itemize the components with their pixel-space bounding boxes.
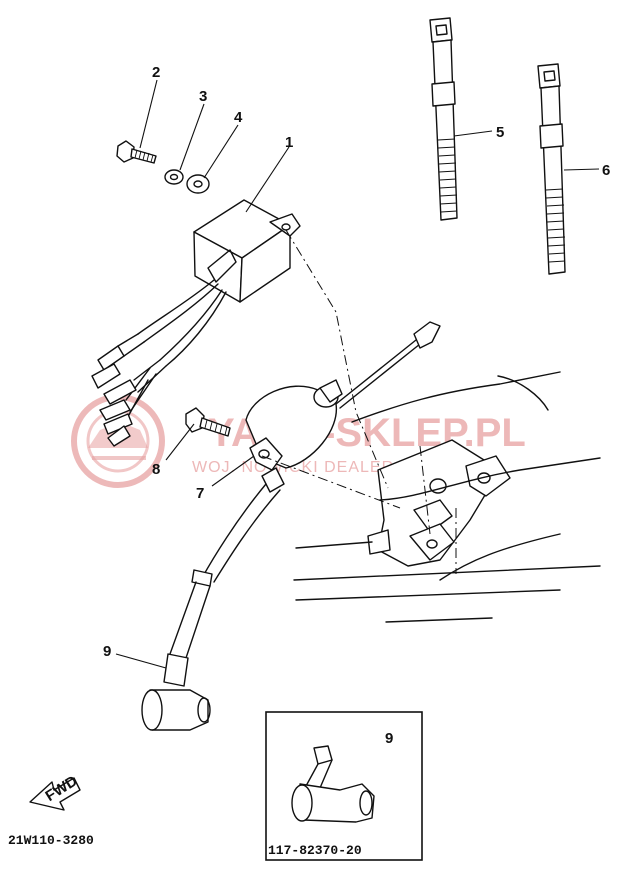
bolt-part-2 xyxy=(116,140,157,164)
forward-arrow-icon: FWD xyxy=(29,772,81,811)
callout-9: 9 xyxy=(103,643,111,660)
inset-part-number: 117-82370-20 xyxy=(268,843,362,858)
engine-block-outline xyxy=(293,371,601,623)
cable-tie-part-6 xyxy=(537,63,566,275)
plain-washer-part-4 xyxy=(186,174,210,194)
diagram-code: 21W110-3280 xyxy=(8,833,94,848)
assembly-line-cdi xyxy=(285,229,389,489)
inset-plug-cap xyxy=(291,745,375,823)
callout-8: 8 xyxy=(152,461,160,478)
callout-2: 2 xyxy=(152,64,160,81)
assembly-line-bracket xyxy=(419,445,431,535)
callout-1: 1 xyxy=(285,134,293,151)
spring-washer-part-3 xyxy=(164,169,184,185)
ignition-coil xyxy=(169,321,441,659)
cable-tie-part-5 xyxy=(429,17,458,221)
assembly-line-screw xyxy=(261,455,401,509)
cdi-unit-part-1 xyxy=(91,199,301,447)
screw-part-8 xyxy=(185,407,231,437)
callout-7: 7 xyxy=(196,485,204,502)
plug-cap-part-9 xyxy=(141,653,211,731)
inset-box: 9 117-82370-20 xyxy=(265,711,423,861)
callout-4: 4 xyxy=(234,109,243,126)
leader-lines xyxy=(115,79,600,785)
callout-5: 5 xyxy=(496,124,504,141)
callout-9-inset: 9 xyxy=(385,730,393,747)
callout-3: 3 xyxy=(199,88,207,105)
callout-6: 6 xyxy=(602,162,610,179)
